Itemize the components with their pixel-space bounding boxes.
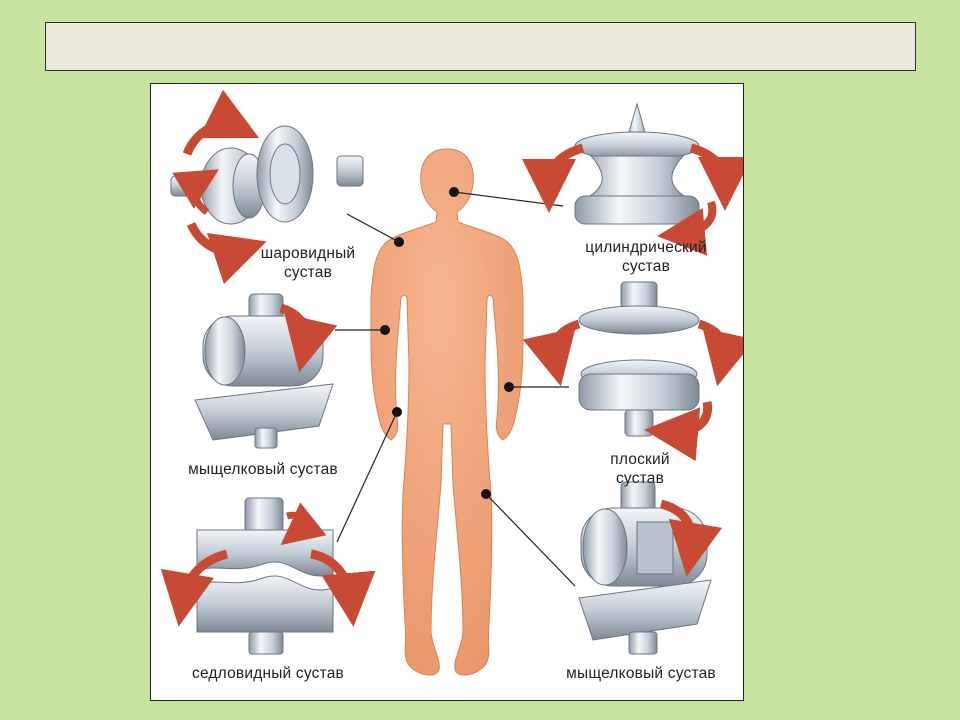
- joints-diagram: шаровидный сустав цилиндрический сустав …: [150, 83, 744, 701]
- label-saddle-text: седловидный сустав: [192, 665, 344, 682]
- condylar-joint-model-upper: [194, 293, 338, 449]
- label-condylar-upper-text: мыщелковый сустав: [188, 461, 338, 478]
- label-condylar-lower-text: мыщелковый сустав: [566, 665, 716, 682]
- label-cylindrical-line1: цилиндрический: [585, 239, 707, 256]
- condylar-joint-model-lower: [578, 481, 723, 655]
- human-body: [370, 148, 524, 676]
- label-flat-joint: плоский сустав: [575, 450, 705, 488]
- joints-illustration: [160, 89, 743, 676]
- label-ball-joint-line2: сустав: [283, 264, 333, 281]
- label-condylar-joint-upper: мыщелковый сустав: [163, 460, 363, 479]
- label-saddle-joint: седловидный сустав: [163, 664, 373, 683]
- label-ball-joint-line1: шаровидный: [260, 245, 356, 262]
- saddle-joint-model: [160, 497, 376, 655]
- label-cylindrical-line2: сустав: [621, 258, 671, 275]
- flat-joint-model: [522, 281, 743, 462]
- label-flat-line2: сустав: [615, 470, 665, 487]
- label-condylar-joint-lower: мыщелковый сустав: [543, 664, 739, 683]
- cylindrical-joint-model: [522, 102, 743, 256]
- label-cylindrical-joint: цилиндрический сустав: [561, 238, 731, 276]
- label-ball-joint: шаровидный сустав: [243, 244, 373, 282]
- slide-title-bar: [45, 22, 916, 71]
- label-flat-line1: плоский: [610, 451, 670, 468]
- ball-joint-model: [170, 89, 364, 285]
